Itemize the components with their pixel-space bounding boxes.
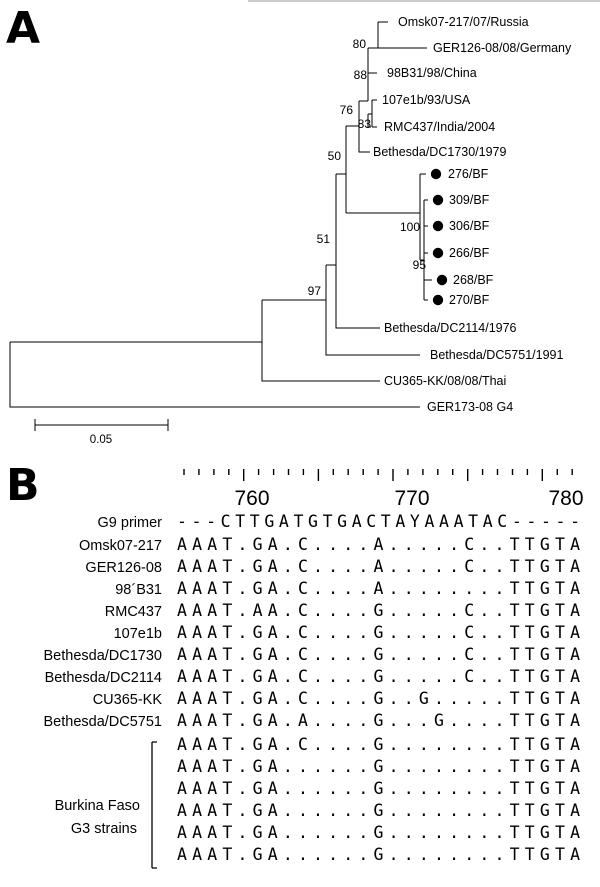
strain-sequence: AAAT.GA.C....A........TTGTA — [177, 579, 580, 598]
strain-name: 107e1b — [114, 626, 162, 642]
tip-labels: Omsk07-217/07/Russia GER126-08/08/German… — [373, 15, 572, 414]
strain-name: CU365-KK — [93, 692, 163, 708]
tip-label: 276/BF — [448, 167, 489, 181]
branch — [358, 101, 370, 153]
scale-bar: 0.05 — [34, 419, 169, 446]
group-label: G3 strains — [71, 821, 137, 837]
strain-sequence: AAAT.GA.C....A.....C..TTGTA — [177, 557, 580, 576]
branch — [367, 114, 371, 128]
strain-sequence: AAAT.GA.C....G.....C..TTGTA — [177, 667, 580, 686]
strain-name: Bethesda/DC5751 — [44, 714, 163, 730]
bf-markers — [430, 168, 448, 306]
strain-name: GER126-08 — [85, 560, 162, 576]
strain-sequence: AAAT.GA......G........TTGTA — [177, 845, 580, 864]
tip-label: Bethesda/DC2114/1976 — [384, 321, 517, 335]
tip-label: Bethesda/DC5751/1991 — [430, 348, 563, 362]
tip-label: RMC437/India/2004 — [384, 120, 495, 134]
branch — [9, 342, 420, 408]
bootstrap-values: 80 88 83 76 50 100 95 51 97 — [308, 37, 427, 298]
ruler-number: 760 — [234, 487, 269, 510]
tip-label: 98B31/98/China — [387, 66, 477, 80]
burkina-faso-group: Burkina Faso G3 strains AAAT.GA.C....G..… — [55, 735, 580, 869]
bootstrap-value: 97 — [308, 284, 322, 298]
tip-label: 309/BF — [449, 193, 490, 207]
scale-bar-label: 0.05 — [90, 434, 112, 446]
primer-sequence: ---CTTGATGTGACTAYAAATAC----- — [177, 512, 580, 531]
filled-circle-icon — [432, 194, 444, 206]
position-ruler: 760 770 780 — [183, 469, 584, 510]
alignment-rows: Omsk07-217 AAAT.GA.C....A.....C..TTGTA G… — [44, 535, 581, 730]
tip-label: 268/BF — [453, 273, 494, 287]
strain-sequence: AAAT.GA.C....G..G.....TTGTA — [177, 689, 580, 708]
tip-label: 266/BF — [449, 246, 490, 260]
strain-sequence: AAAT.GA......G........TTGTA — [177, 801, 580, 820]
filled-circle-icon — [436, 274, 448, 286]
bootstrap-value: 80 — [353, 37, 367, 51]
bootstrap-value: 83 — [358, 117, 372, 131]
bootstrap-value: 88 — [354, 68, 368, 82]
strain-sequence: AAAT.GA.A....G...G....TTGTA — [177, 711, 580, 730]
primer-name: G9 primer — [98, 515, 163, 531]
bootstrap-value: 51 — [317, 232, 331, 246]
bootstrap-value: 100 — [400, 220, 420, 234]
group-label: Burkina Faso — [55, 798, 140, 814]
filled-circle-icon — [432, 247, 444, 259]
strain-sequence: AAAT.GA.C....G.....C..TTGTA — [177, 645, 580, 664]
tip-label: 270/BF — [449, 293, 490, 307]
tip-label: CU365-KK/08/08/Thai — [384, 374, 506, 388]
tip-label: Omsk07-217/07/Russia — [398, 15, 529, 29]
ruler-number: 770 — [394, 487, 429, 510]
tip-label: GER126-08/08/Germany — [433, 41, 572, 55]
branch — [335, 174, 380, 329]
filled-circle-icon — [432, 294, 444, 306]
strain-sequence: AAAT.GA.C....G........TTGTA — [177, 735, 580, 754]
bootstrap-value: 76 — [340, 103, 354, 117]
bootstrap-value: 50 — [328, 149, 342, 163]
tree-branches — [9, 21, 432, 408]
strain-name: Omsk07-217 — [79, 538, 162, 554]
strain-name: 98´B31 — [115, 582, 162, 598]
branch — [325, 265, 420, 356]
panel-a-letter: A — [6, 3, 40, 54]
panel-b-letter: B — [6, 460, 40, 511]
strain-sequence: AAAT.GA......G........TTGTA — [177, 779, 580, 798]
bootstrap-value: 95 — [413, 258, 427, 272]
tip-label: GER173-08 G4 — [427, 400, 513, 414]
strain-name: Bethesda/DC2114 — [45, 670, 162, 686]
strain-sequence: AAAT.GA......G........TTGTA — [177, 823, 580, 842]
strain-sequence: AAAT.GA.C....A.....C..TTGTA — [177, 535, 580, 554]
strain-name: Bethesda/DC1730 — [44, 648, 163, 664]
strain-name: RMC437 — [105, 604, 162, 620]
branch — [261, 300, 380, 382]
tip-label: Bethesda/DC1730/1979 — [373, 145, 506, 159]
strain-sequence: AAAT.AA.C....G.....C..TTGTA — [177, 601, 580, 620]
filled-circle-icon — [432, 220, 444, 232]
ruler-number: 780 — [548, 487, 583, 510]
group-bracket — [151, 741, 157, 869]
ruler-ticks — [183, 469, 573, 481]
filled-circle-icon — [430, 168, 442, 180]
tip-label: 107e1b/93/USA — [382, 93, 471, 107]
strain-sequence: AAAT.GA......G........TTGTA — [177, 757, 580, 776]
strain-sequence: AAAT.GA.C....G.....C..TTGTA — [177, 623, 580, 642]
tip-label: 306/BF — [449, 219, 490, 233]
